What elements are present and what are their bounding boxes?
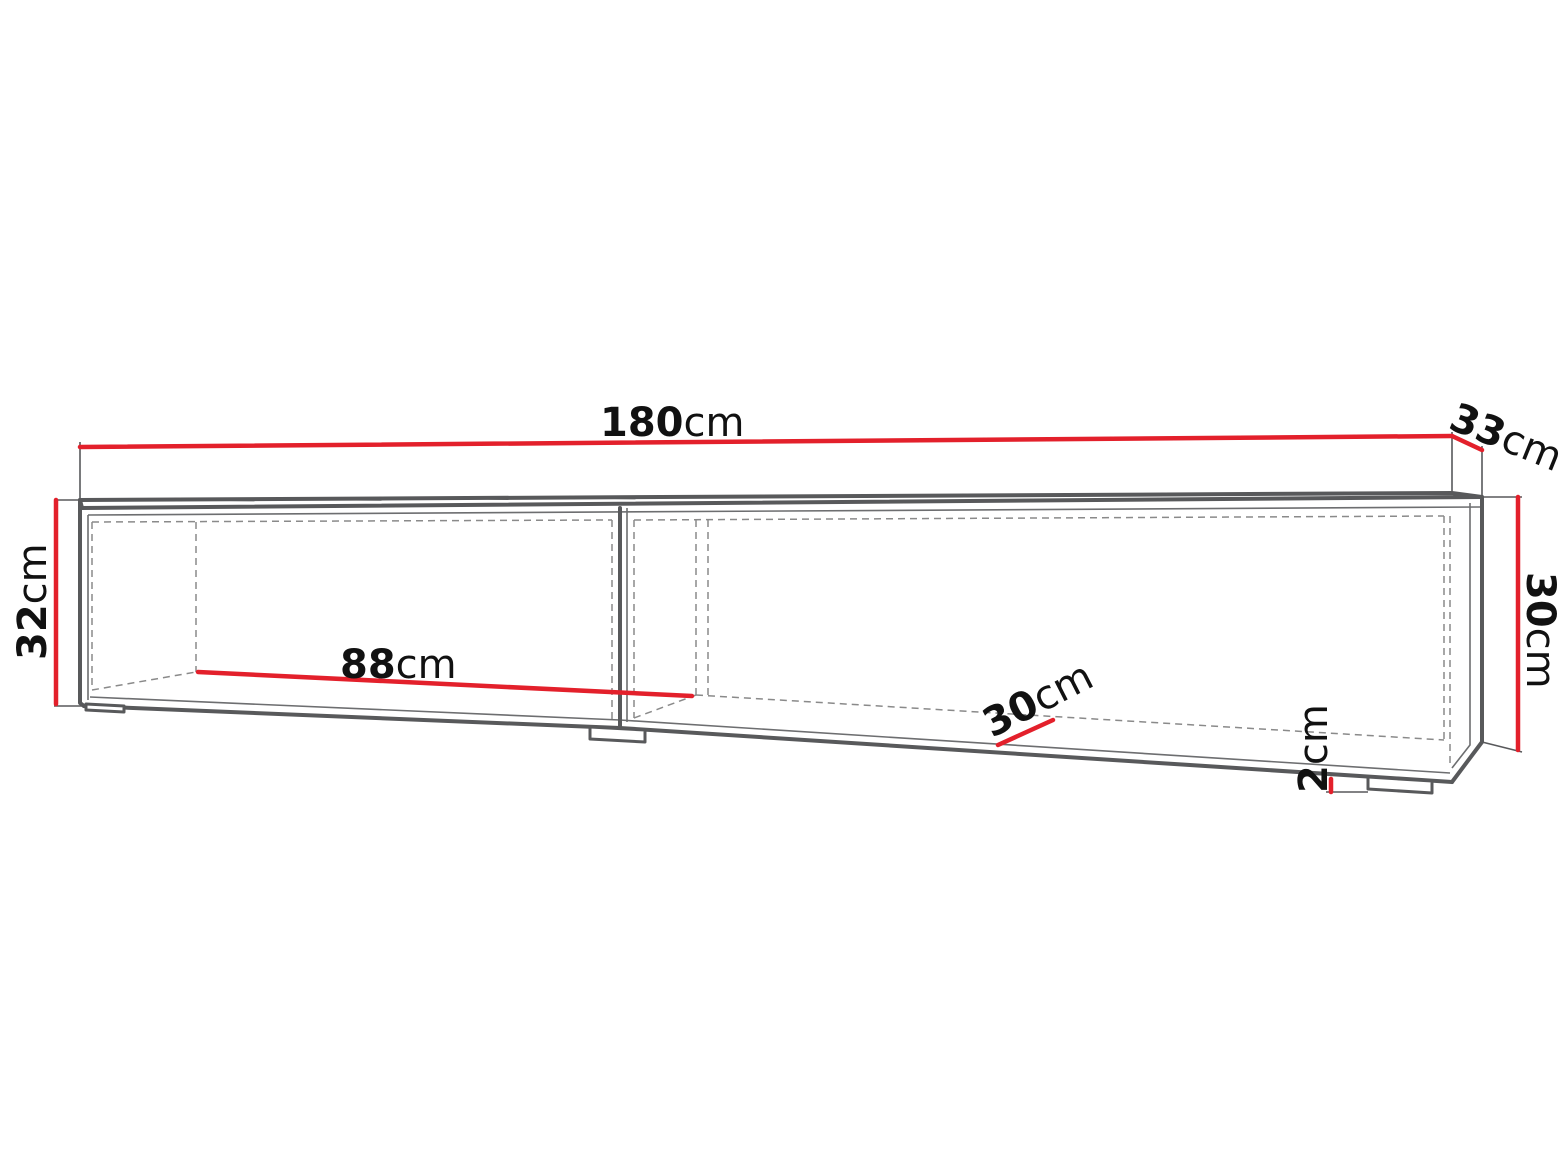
left-side-panel xyxy=(78,498,86,708)
ext-height-right-bottom xyxy=(1481,741,1523,753)
dimension-line-inner-depth xyxy=(995,717,1056,748)
right-compartment-floor-left xyxy=(633,694,697,719)
height-left-value: 32 xyxy=(10,604,56,660)
left-compartment-back-top xyxy=(91,519,613,523)
dimension-line-depth xyxy=(1449,433,1485,453)
foot-center xyxy=(588,725,647,744)
bottom-front-edge xyxy=(82,704,1454,784)
width-unit: cm xyxy=(684,400,745,446)
hidden-edges xyxy=(91,515,1451,765)
height-right-unit: cm xyxy=(1517,628,1560,689)
top-board xyxy=(78,491,1484,510)
feet-height-label: 2cm xyxy=(1291,704,1337,793)
cabinet-body xyxy=(78,491,1484,784)
width-value: 180 xyxy=(600,400,684,446)
feet-height-unit: cm xyxy=(1291,704,1337,765)
height-left-label: 32cm xyxy=(10,543,56,660)
dimension-line-compartment xyxy=(195,669,695,699)
height-right-value: 30 xyxy=(1517,572,1560,628)
inner-depth-label: 30cm xyxy=(976,653,1101,747)
right-compartment-back-top xyxy=(633,515,1445,521)
right-compartment-back-bottom xyxy=(695,694,1445,741)
compartment-label: 88cm xyxy=(340,642,457,688)
feet-height-value: 2 xyxy=(1291,765,1337,793)
depth-label: 33cm xyxy=(1443,395,1560,481)
top-board-underside xyxy=(87,506,1481,516)
dimension-lines xyxy=(53,433,1521,795)
compartment-unit: cm xyxy=(396,642,457,688)
compartment-value: 88 xyxy=(340,642,396,688)
height-right-label: 30cm xyxy=(1517,572,1560,689)
bottom-board-top-edge xyxy=(89,696,1451,774)
left-compartment-floor-left xyxy=(91,671,197,691)
right-side-inner-edge xyxy=(1451,503,1471,769)
right-side-panel xyxy=(1450,495,1484,784)
foot-right xyxy=(1366,775,1434,795)
dimension-line-width xyxy=(77,433,1455,450)
width-label: 180cm xyxy=(600,400,744,446)
foot-left xyxy=(84,702,126,714)
extension-lines xyxy=(54,432,1523,793)
height-left-unit: cm xyxy=(10,543,56,604)
cabinet-feet xyxy=(84,702,1434,795)
